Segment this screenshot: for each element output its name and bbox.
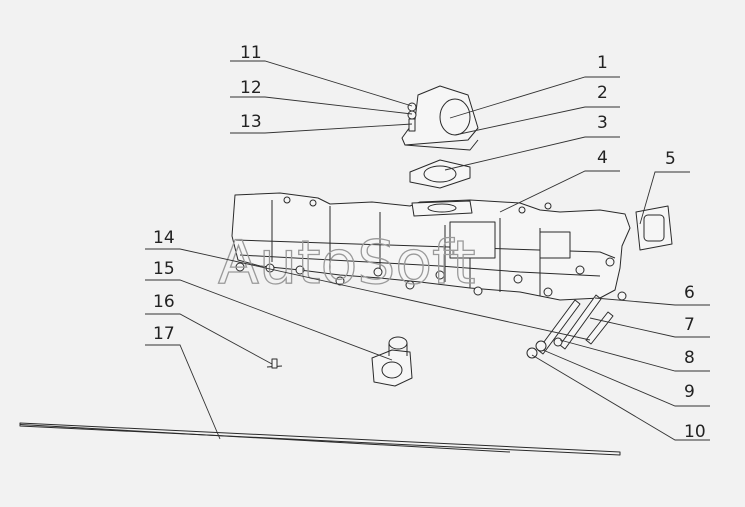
- callout-14: 14: [153, 228, 175, 248]
- callout-17: 17: [153, 324, 175, 344]
- callout-15: 15: [153, 259, 175, 279]
- part-15-thermostat-housing: [371, 336, 413, 387]
- callout-5: 5: [665, 149, 676, 169]
- leader-lines: [145, 60, 710, 441]
- part-1-outlet-elbow: [401, 85, 479, 151]
- part-4-housing: [231, 192, 631, 301]
- callout-11: 11: [240, 43, 262, 63]
- callout-1: 1: [597, 53, 608, 73]
- callout-numbers: 11 12 13 1 2 3 4 5 6 7 8 9 10 14 15 16 1…: [153, 43, 706, 442]
- callout-2: 2: [597, 83, 608, 103]
- watermark: AutoSoft: [218, 228, 476, 298]
- callout-10: 10: [684, 422, 706, 442]
- callout-3: 3: [597, 113, 608, 133]
- parts-11-13-bolt-stack: [407, 102, 417, 132]
- callout-12: 12: [240, 78, 262, 98]
- callout-6: 6: [684, 283, 695, 303]
- callout-13: 13: [240, 112, 262, 132]
- callout-8: 8: [684, 348, 695, 368]
- part-16-small-bolt: [266, 358, 283, 369]
- part-17-cover-strip: [19, 422, 621, 456]
- part-5-side-gasket: [635, 205, 673, 251]
- callout-4: 4: [597, 148, 608, 168]
- callout-9: 9: [684, 382, 695, 402]
- parts-6-10-fasteners: [526, 294, 614, 359]
- callout-16: 16: [153, 292, 175, 312]
- part-3-flange-gasket: [409, 159, 471, 189]
- callout-7: 7: [684, 315, 695, 335]
